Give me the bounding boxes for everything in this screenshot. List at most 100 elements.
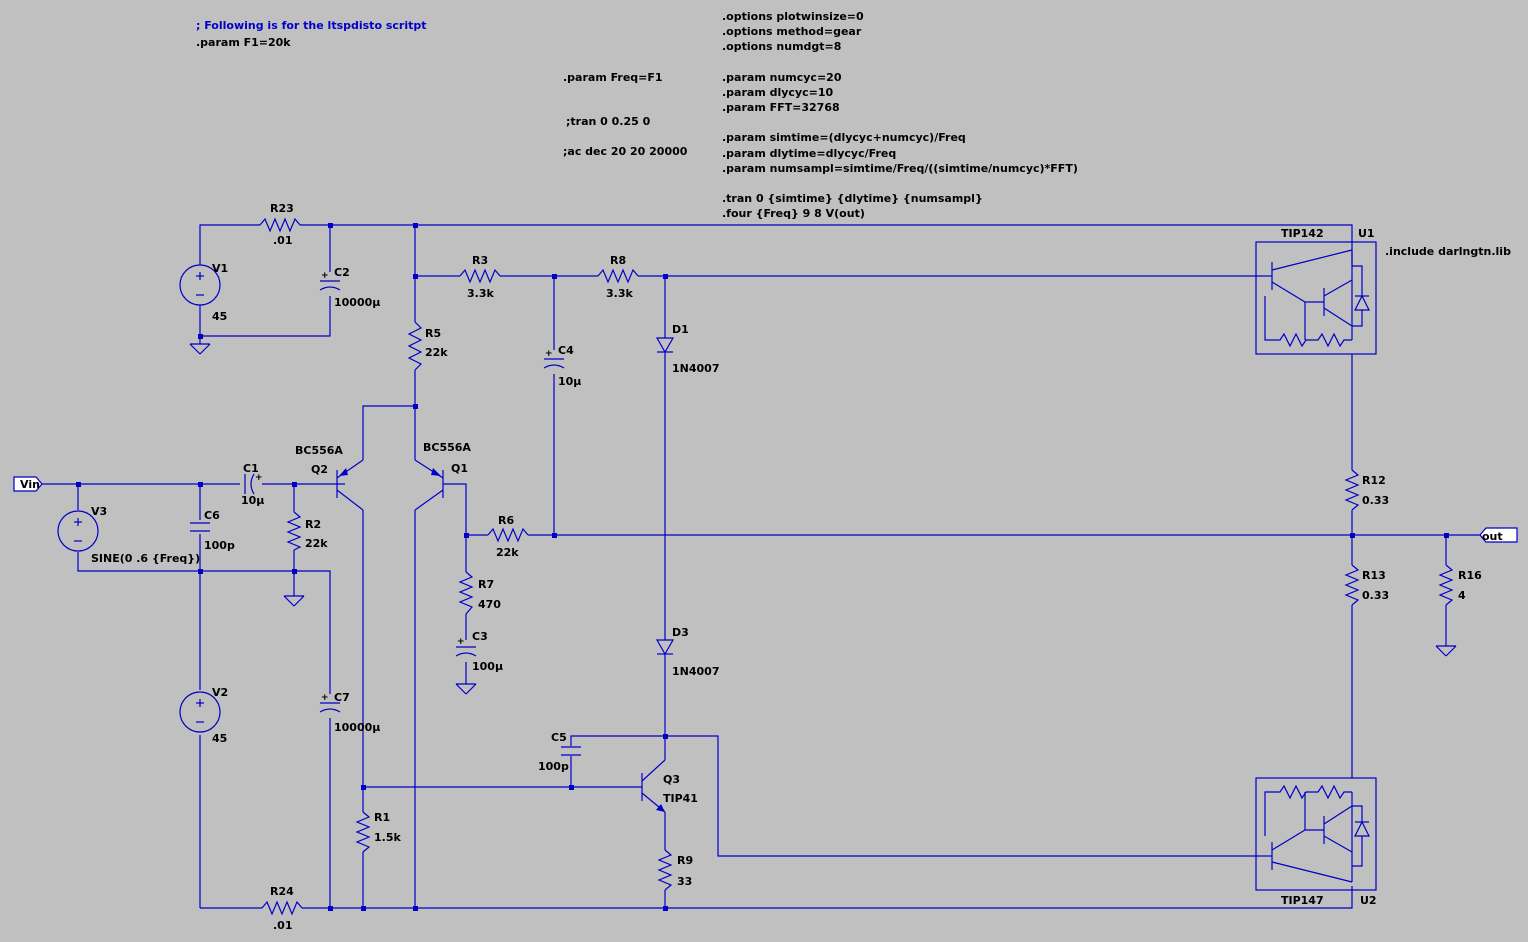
capacitor-c2[interactable]: + C2 10000µ bbox=[319, 266, 380, 309]
capacitor-c4[interactable]: + C4 10µ bbox=[543, 344, 581, 388]
svg-text:10µ: 10µ bbox=[558, 375, 581, 388]
svg-text:D3: D3 bbox=[672, 626, 689, 639]
svg-text:4: 4 bbox=[1458, 589, 1466, 602]
spice-directives: ; Following is for the ltspdisto scritpt… bbox=[196, 10, 1511, 258]
svg-text:C4: C4 bbox=[558, 344, 574, 357]
svg-text:1.5k: 1.5k bbox=[374, 831, 401, 844]
svg-text:22k: 22k bbox=[425, 346, 448, 359]
svg-text:BC556A: BC556A bbox=[295, 444, 343, 457]
svg-text:33: 33 bbox=[677, 875, 692, 888]
transistor-q3[interactable]: Q3 TIP41 bbox=[641, 759, 698, 813]
diode-d3[interactable]: D3 1N4007 bbox=[655, 626, 719, 678]
svg-text:BC556A: BC556A bbox=[423, 441, 471, 454]
resistor-r12[interactable]: R12 0.33 bbox=[1344, 469, 1389, 511]
tran-directive: .tran 0 {simtime} {dlytime} {numsampl} bbox=[722, 192, 983, 205]
param-dlycyc: .param dlycyc=10 bbox=[722, 86, 834, 99]
svg-text:10000µ: 10000µ bbox=[334, 296, 380, 309]
svg-text:U2: U2 bbox=[1360, 894, 1377, 907]
param-simtime: .param simtime=(dlycyc+numcyc)/Freq bbox=[722, 131, 966, 144]
voltage-source-v3[interactable]: V3 SINE(0 .6 {Freq}) bbox=[57, 505, 200, 565]
resistor-r5[interactable]: R5 22k bbox=[407, 321, 448, 371]
capacitor-c3[interactable]: + C3 100µ bbox=[455, 630, 503, 673]
vin-flag[interactable]: Vin bbox=[13, 476, 43, 492]
svg-text:+: + bbox=[321, 693, 329, 703]
svg-text:+: + bbox=[255, 473, 263, 483]
options-numdgt: .options numdgt=8 bbox=[722, 40, 841, 53]
param-fft: .param FFT=32768 bbox=[722, 101, 840, 114]
svg-text:1N4007: 1N4007 bbox=[672, 362, 719, 375]
svg-text:C6: C6 bbox=[204, 509, 220, 522]
svg-text:TIP147: TIP147 bbox=[1281, 894, 1324, 907]
svg-text:22k: 22k bbox=[496, 546, 519, 559]
resistor-r7[interactable]: R7 470 bbox=[458, 571, 501, 615]
svg-text:R24: R24 bbox=[270, 885, 294, 898]
capacitor-c1[interactable]: + C1 10µ bbox=[241, 462, 264, 507]
svg-text:3.3k: 3.3k bbox=[467, 287, 494, 300]
svg-text:R9: R9 bbox=[677, 854, 693, 867]
svg-text:+: + bbox=[545, 349, 553, 359]
resistor-r16[interactable]: R16 4 bbox=[1438, 564, 1482, 606]
darlington-u1[interactable]: TIP142 U1 bbox=[1255, 227, 1377, 355]
svg-text:100µ: 100µ bbox=[472, 660, 503, 673]
svg-text:R12: R12 bbox=[1362, 474, 1386, 487]
resistor-r23[interactable]: R23 .01 bbox=[259, 202, 301, 247]
svg-text:100p: 100p bbox=[204, 539, 235, 552]
svg-text:SINE(0 .6 {Freq}): SINE(0 .6 {Freq}) bbox=[91, 552, 200, 565]
svg-text:45: 45 bbox=[212, 310, 227, 323]
svg-text:Q2: Q2 bbox=[311, 463, 328, 476]
param-numcyc: .param numcyc=20 bbox=[722, 71, 842, 84]
svg-text:R8: R8 bbox=[610, 254, 626, 267]
svg-text:R1: R1 bbox=[374, 811, 390, 824]
out-flag[interactable]: out bbox=[1479, 527, 1518, 543]
resistor-r3[interactable]: R3 3.3k bbox=[459, 254, 501, 300]
transistor-q2[interactable]: BC556A Q2 bbox=[295, 444, 364, 511]
svg-text:Q3: Q3 bbox=[663, 773, 680, 786]
capacitor-c6[interactable]: C6 100p bbox=[190, 509, 235, 552]
svg-text:R3: R3 bbox=[472, 254, 488, 267]
svg-text:C7: C7 bbox=[334, 691, 350, 704]
tran-comment: ;tran 0 0.25 0 bbox=[566, 115, 651, 128]
svg-text:V1: V1 bbox=[212, 262, 228, 275]
svg-text:R5: R5 bbox=[425, 327, 441, 340]
svg-text:45: 45 bbox=[212, 732, 227, 745]
svg-text:R6: R6 bbox=[498, 514, 514, 527]
include-directive: .include darlngtn.lib bbox=[1385, 245, 1511, 258]
transistor-q1[interactable]: BC556A Q1 bbox=[414, 441, 471, 511]
svg-text:3.3k: 3.3k bbox=[606, 287, 633, 300]
voltage-source-v1[interactable]: V1 45 bbox=[179, 262, 228, 323]
param-dlytime: .param dlytime=dlycyc/Freq bbox=[722, 147, 896, 160]
svg-text:.01: .01 bbox=[273, 919, 293, 932]
resistor-r1[interactable]: R1 1.5k bbox=[355, 811, 401, 853]
svg-text:+: + bbox=[321, 271, 329, 281]
svg-text:Q1: Q1 bbox=[451, 462, 468, 475]
svg-text:R16: R16 bbox=[1458, 569, 1482, 582]
resistor-r13[interactable]: R13 0.33 bbox=[1344, 564, 1389, 606]
svg-text:.01: .01 bbox=[273, 234, 293, 247]
svg-text:R7: R7 bbox=[478, 578, 494, 591]
svg-text:V2: V2 bbox=[212, 686, 228, 699]
svg-text:TIP142: TIP142 bbox=[1281, 227, 1324, 240]
junctions bbox=[76, 223, 1449, 911]
svg-text:out: out bbox=[1482, 530, 1503, 543]
resistor-r8[interactable]: R8 3.3k bbox=[597, 254, 639, 300]
resistor-r6[interactable]: R6 22k bbox=[487, 514, 529, 559]
diode-d1[interactable]: D1 1N4007 bbox=[655, 323, 719, 375]
svg-text:U1: U1 bbox=[1358, 227, 1375, 240]
ac-comment: ;ac dec 20 20 20000 bbox=[563, 145, 688, 158]
svg-text:R23: R23 bbox=[270, 202, 294, 215]
resistor-r2[interactable]: R2 22k bbox=[286, 511, 328, 551]
resistor-r9[interactable]: R9 33 bbox=[657, 849, 693, 891]
svg-text:10µ: 10µ bbox=[241, 494, 264, 507]
darlington-u2[interactable]: TIP147 U2 bbox=[1255, 777, 1377, 907]
capacitor-c5[interactable]: C5 100p bbox=[538, 731, 581, 773]
svg-text:D1: D1 bbox=[672, 323, 689, 336]
svg-text:R13: R13 bbox=[1362, 569, 1386, 582]
svg-text:V3: V3 bbox=[91, 505, 107, 518]
resistor-r24[interactable]: R24 .01 bbox=[261, 885, 303, 932]
svg-text:1N4007: 1N4007 bbox=[672, 665, 719, 678]
param-freq: .param Freq=F1 bbox=[563, 71, 663, 84]
voltage-source-v2[interactable]: V2 45 bbox=[179, 686, 228, 745]
svg-text:TIP41: TIP41 bbox=[663, 792, 698, 805]
capacitor-c7[interactable]: + C7 10000µ bbox=[319, 691, 380, 734]
script-comment: ; Following is for the ltspdisto scritpt bbox=[196, 19, 426, 32]
